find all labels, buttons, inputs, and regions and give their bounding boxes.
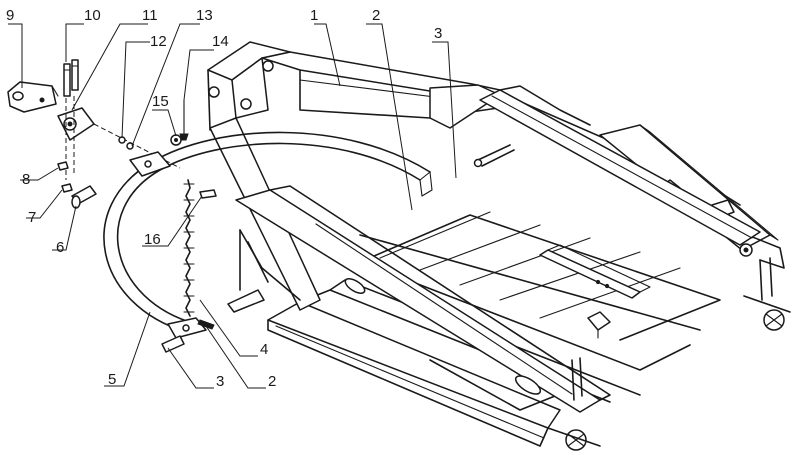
callout-15: 15 [152, 93, 169, 110]
callout-13: 13 [196, 7, 213, 24]
callout-2-bottom: 2 [268, 373, 276, 390]
callout-16: 16 [144, 231, 161, 248]
callout-6: 6 [56, 239, 64, 256]
callout-14: 14 [212, 33, 229, 50]
main-frame [207, 41, 761, 246]
callout-12: 12 [150, 33, 167, 50]
callout-3-top: 3 [434, 25, 442, 42]
callout-10: 10 [84, 7, 101, 24]
callout-11: 11 [142, 7, 158, 24]
left-beam [209, 117, 611, 451]
callout-4: 4 [260, 341, 268, 358]
callout-5: 5 [108, 371, 116, 388]
deck-platform [267, 211, 721, 447]
hitch-assembly [7, 59, 217, 209]
chain [183, 179, 195, 317]
callout-labels: 9 10 11 13 12 14 15 1 2 3 8 7 6 16 4 5 3… [6, 7, 442, 390]
callout-8: 8 [22, 171, 30, 188]
leader-lines [8, 23, 457, 389]
callout-3-bottom: 3 [216, 373, 224, 390]
callout-7: 7 [28, 209, 36, 226]
callout-1: 1 [310, 7, 318, 24]
callout-2-top: 2 [372, 7, 380, 24]
callout-9: 9 [6, 7, 14, 24]
